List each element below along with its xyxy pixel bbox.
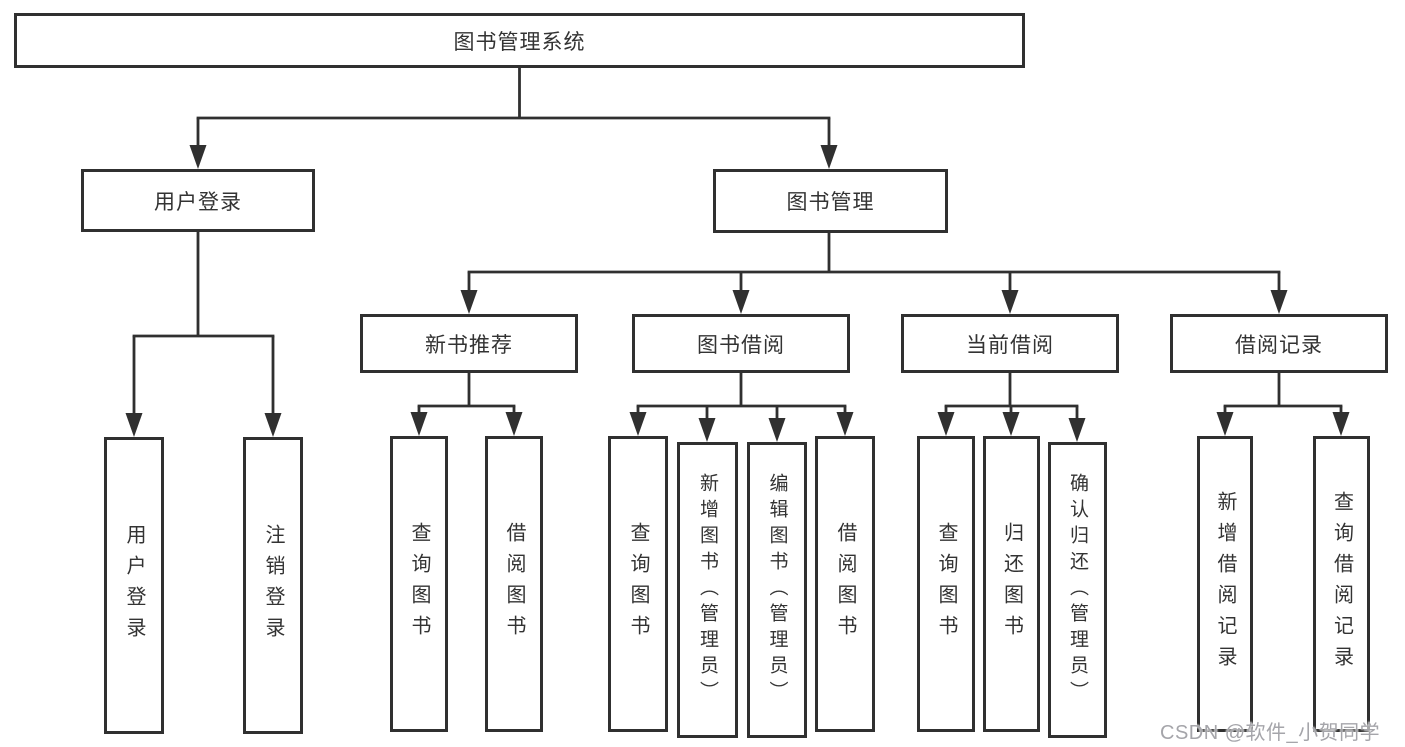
- leaf-user-login: 用户登录: [104, 437, 164, 734]
- leaf-recommend-borrow-book: 借阅图书: [485, 436, 543, 732]
- node-user-login: 用户登录: [81, 169, 315, 232]
- node-new-book-recommend-label: 新书推荐: [425, 333, 513, 357]
- node-book-management-label: 图书管理: [786, 191, 875, 214]
- leaf-logout-label: 注销登录: [262, 523, 284, 648]
- node-book-borrow: 图书借阅: [632, 314, 850, 373]
- leaf-current-query-book: 查询图书: [917, 436, 975, 732]
- leaf-borrow-book-label: 借阅图书: [834, 522, 856, 646]
- leaf-return-book: 归还图书: [983, 436, 1040, 732]
- node-new-book-recommend: 新书推荐: [360, 314, 578, 373]
- leaf-confirm-return-admin-label: 确认归还（管理员）: [1067, 473, 1088, 707]
- node-user-login-label: 用户登录: [154, 190, 242, 214]
- leaf-borrow-book: 借阅图书: [815, 436, 875, 732]
- leaf-recommend-query-book: 查询图书: [390, 436, 448, 732]
- node-book-management: 图书管理: [713, 169, 948, 233]
- leaf-current-query-book-label: 查询图书: [935, 522, 957, 646]
- leaf-recommend-borrow-book-label: 借阅图书: [503, 522, 525, 646]
- leaf-add-book-admin: 新增图书（管理员）: [677, 442, 738, 738]
- leaf-edit-book-admin: 编辑图书（管理员）: [747, 442, 807, 738]
- node-current-borrow: 当前借阅: [901, 314, 1119, 373]
- node-root-label: 图书管理系统: [453, 30, 586, 54]
- csdn-watermark: CSDN @软件_小贺同学: [1160, 722, 1381, 744]
- leaf-borrow-query-book-label: 查询图书: [627, 522, 649, 646]
- node-book-borrow-label: 图书借阅: [697, 333, 785, 357]
- leaf-return-book-label: 归还图书: [1000, 522, 1023, 646]
- node-borrow-records: 借阅记录: [1170, 314, 1388, 373]
- leaf-add-borrow-record-label: 新增借阅记录: [1214, 491, 1236, 677]
- leaf-add-book-admin-label: 新增图书（管理员）: [697, 473, 718, 707]
- leaf-logout: 注销登录: [243, 437, 303, 734]
- leaf-query-borrow-record: 查询借阅记录: [1313, 436, 1370, 732]
- node-root: 图书管理系统: [14, 13, 1025, 68]
- leaf-edit-book-admin-label: 编辑图书（管理员）: [766, 473, 788, 707]
- leaf-borrow-query-book: 查询图书: [608, 436, 668, 732]
- leaf-add-borrow-record: 新增借阅记录: [1197, 436, 1253, 732]
- node-current-borrow-label: 当前借阅: [966, 333, 1054, 357]
- leaf-user-login-label: 用户登录: [123, 523, 145, 648]
- leaf-confirm-return-admin: 确认归还（管理员）: [1048, 442, 1107, 738]
- leaf-query-borrow-record-label: 查询借阅记录: [1330, 491, 1353, 677]
- leaf-recommend-query-book-label: 查询图书: [408, 522, 430, 646]
- node-borrow-records-label: 借阅记录: [1235, 333, 1323, 357]
